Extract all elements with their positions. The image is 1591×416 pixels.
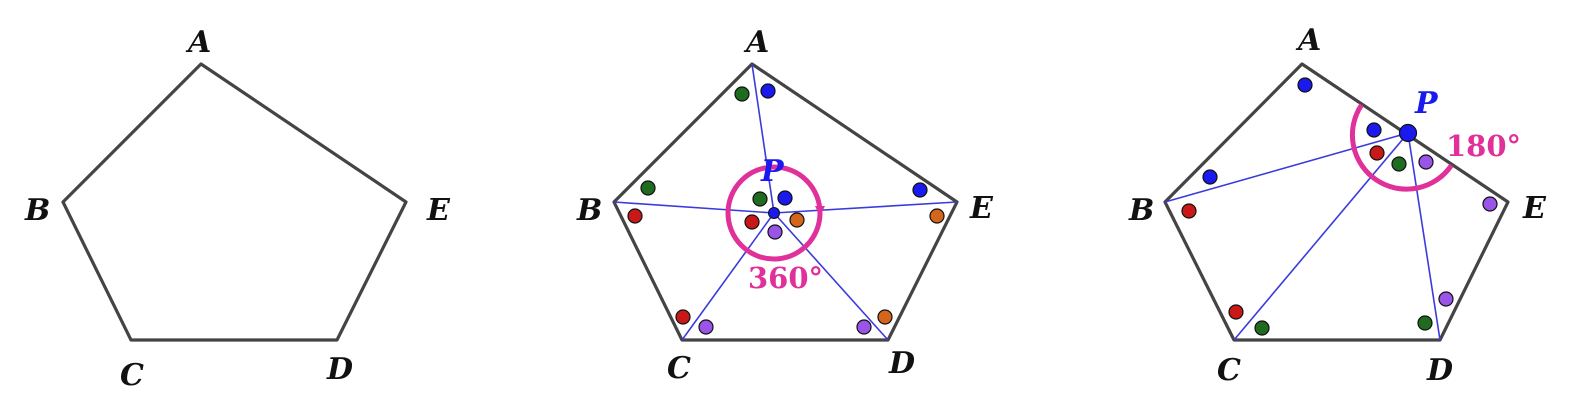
angle-dot-blue	[760, 83, 776, 99]
vertex-label-e-1: E	[426, 193, 451, 228]
angle-dot-green	[734, 86, 750, 102]
angle-dot-purple	[1418, 154, 1434, 170]
angle-dot-orange	[877, 309, 893, 325]
panel-3: P 180° A B C D E	[1128, 23, 1547, 388]
vertex-label-a-1: A	[185, 25, 211, 60]
angle-dot-blue	[1366, 122, 1382, 138]
segment-pd-3	[1407, 132, 1441, 341]
vertex-label-d-1: D	[326, 352, 353, 387]
vertex-label-d-2: D	[888, 346, 915, 381]
angle-dot-red	[1369, 145, 1385, 161]
angle-dot-green	[1391, 156, 1407, 172]
point-label-p-3: P	[1414, 86, 1439, 121]
segment-pb-2	[613, 201, 775, 214]
panel-2: P 360° A B C D E	[576, 25, 994, 386]
segment-pd-2	[773, 212, 889, 341]
segment-pc-2	[681, 212, 775, 341]
angle-dot-red	[1181, 203, 1197, 219]
segment-pc-3	[1233, 132, 1409, 341]
angle-dot-purple	[1438, 291, 1454, 307]
angle-arrowhead	[815, 206, 825, 216]
angle-dot-blue	[912, 182, 928, 198]
segment-pb-3	[1164, 132, 1409, 203]
angle-dot-blue	[1202, 169, 1218, 185]
angle-dot-orange	[789, 212, 805, 228]
vertex-label-c-2: C	[667, 351, 691, 386]
angle-dot-green	[752, 191, 768, 207]
vertex-label-b-1: B	[24, 193, 50, 228]
vertex-label-b-2: B	[576, 193, 602, 228]
point-label-p-2: P	[760, 154, 785, 189]
vertex-label-c-3: C	[1217, 353, 1241, 388]
vertex-label-e-2: E	[969, 191, 994, 226]
vertex-label-e-3: E	[1522, 191, 1547, 226]
pentagon-2	[612, 62, 959, 342]
angle-dot-blue	[1297, 77, 1313, 93]
angle-dot-purple	[767, 224, 783, 240]
angle-dot-blue	[777, 190, 793, 206]
pentagon-1	[61, 62, 408, 342]
vertex-label-a-3: A	[1295, 23, 1321, 58]
straight-angle-marker	[1349, 103, 1454, 192]
angle-dot-purple	[1482, 196, 1498, 212]
pentagon-3	[1163, 62, 1510, 342]
angle-dot-red	[675, 309, 691, 325]
vertex-label-c-1: C	[120, 358, 144, 393]
angle-dot-red	[1228, 304, 1244, 320]
vertex-label-b-3: B	[1128, 193, 1154, 228]
segment-pa-2	[751, 63, 775, 214]
angle-label-180: 180°	[1446, 129, 1521, 163]
point-p-3	[1398, 123, 1418, 143]
segment-pe-2	[773, 201, 958, 214]
point-p-2	[768, 207, 780, 219]
angle-label-360: 360°	[748, 261, 823, 295]
vertex-label-d-3: D	[1426, 353, 1453, 388]
angle-dot-green	[1417, 315, 1433, 331]
vertex-label-a-2: A	[743, 25, 769, 60]
angle-dot-red	[627, 208, 643, 224]
panel-1: A B C D E	[24, 25, 451, 393]
angle-dot-purple	[856, 319, 872, 335]
angle-dot-orange	[929, 208, 945, 224]
angle-dot-green	[640, 180, 656, 196]
angle-dot-red	[744, 214, 760, 230]
angle-dot-green	[1254, 320, 1270, 336]
angle-dot-purple	[698, 319, 714, 335]
